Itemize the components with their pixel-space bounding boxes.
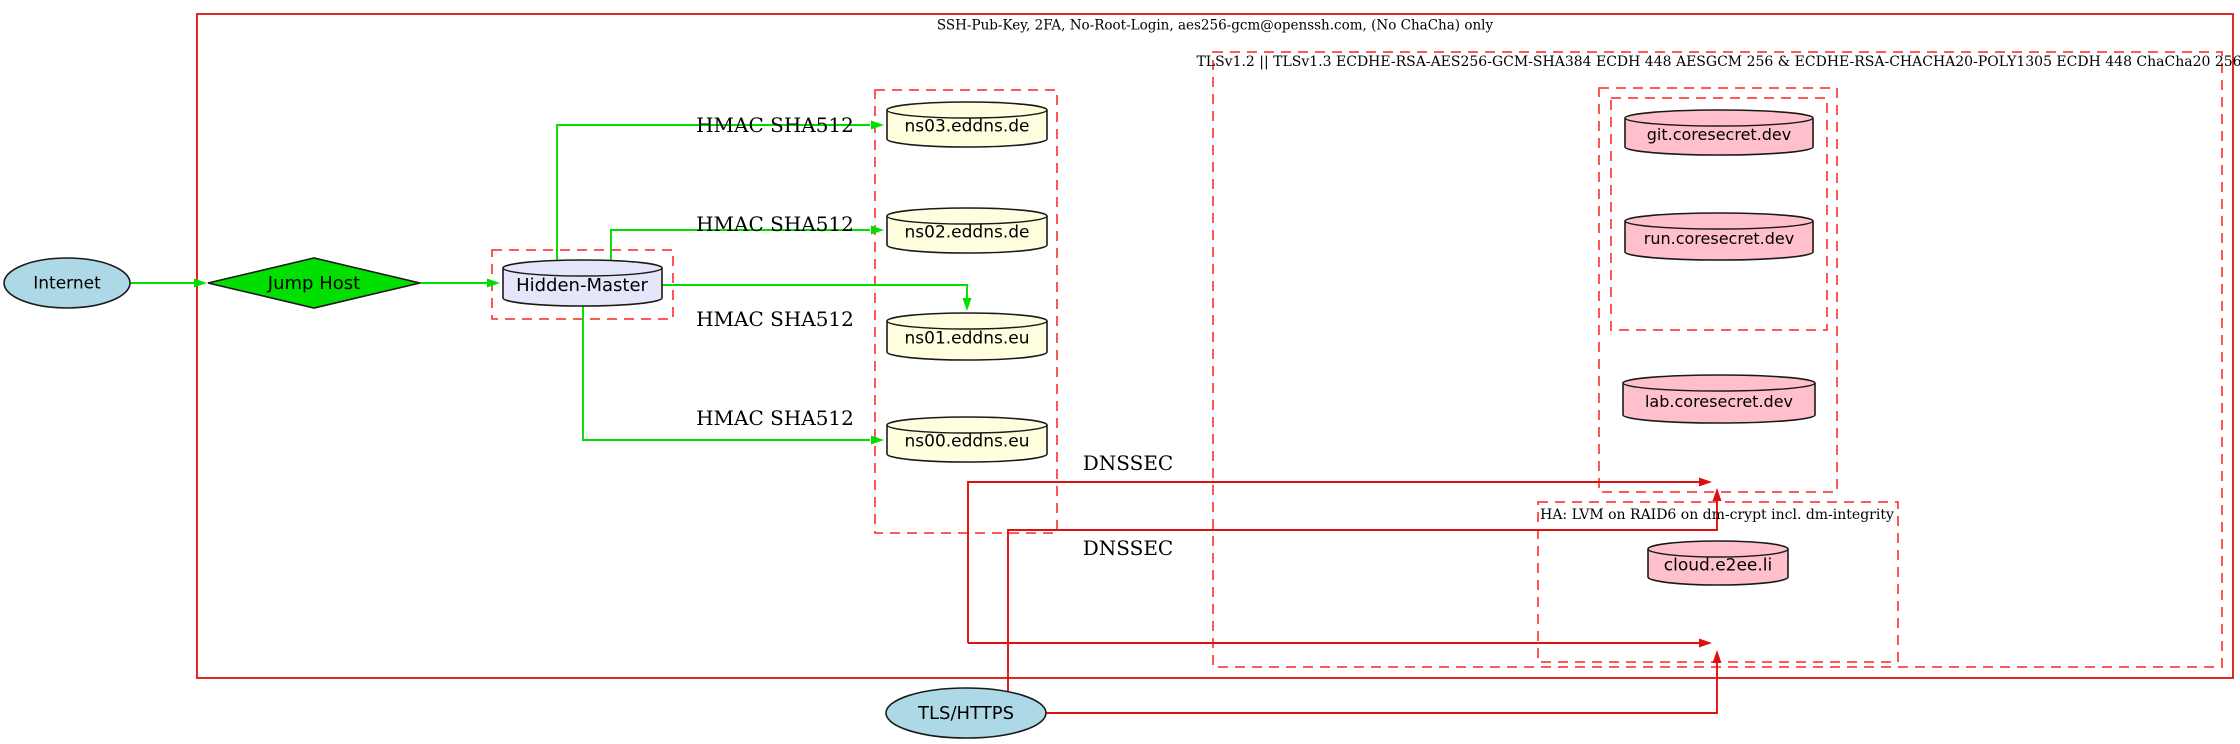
edge-hiddenmaster-ns01 — [662, 284, 968, 298]
cluster-ssh-border — [196, 13, 2234, 679]
cluster-tls-label: TLSv1.2 || TLSv1.3 ECDHE-RSA-AES256-GCM-… — [1196, 54, 2240, 70]
node-jump-host-label: Jump Host — [267, 273, 361, 294]
node-git-label: git.coresecret.dev — [1646, 125, 1792, 144]
edge-label-hmac-ns03: HMAC SHA512 — [696, 113, 854, 137]
node-ns02-shape — [886, 207, 1048, 254]
arrowhead-internet-jumphost — [194, 278, 207, 288]
node-ns03-label: ns03.eddns.de — [904, 116, 1030, 137]
edge-label-hmac-ns01: HMAC SHA512 — [696, 307, 854, 331]
arrowhead-tlshttps-devcluster — [1712, 488, 1722, 501]
arrowhead-ns01 — [962, 298, 972, 311]
cluster-dev-outer-border — [1598, 87, 1838, 493]
edge-hiddenmaster-ns02 — [610, 229, 870, 264]
arrowhead-jumphost-hiddenmaster — [487, 278, 500, 288]
node-ns00-label: ns00.eddns.eu — [904, 431, 1030, 452]
cluster-dns-border — [874, 89, 1058, 534]
edge-hiddenmaster-ns00 — [582, 302, 870, 441]
edge-tlshttps-devcluster — [1007, 499, 1718, 691]
node-git-shape — [1624, 109, 1814, 156]
node-run-shape — [1624, 212, 1814, 261]
arrowhead-tlshttps-hacluster — [1712, 650, 1722, 663]
edge-label-hmac-ns00: HMAC SHA512 — [696, 406, 854, 430]
edge-dnssec-upper — [967, 481, 1699, 643]
cluster-dev-inner-border — [1610, 97, 1828, 331]
node-internet-shape — [3, 257, 131, 309]
node-ns00-shape — [886, 416, 1048, 463]
cluster-ssh-label: SSH-Pub-Key, 2FA, No-Root-Login, aes256-… — [936, 17, 1494, 34]
node-run-label: run.coresecret.dev — [1643, 229, 1795, 248]
cluster-ha-label: HA: LVM on RAID6 on dm-crypt incl. dm-in… — [1540, 507, 1894, 523]
edge-label-dnssec-lower: DNSSEC — [1082, 536, 1174, 560]
arrowhead-ns00 — [871, 435, 884, 445]
node-hidden-master-shape — [502, 259, 663, 307]
arrowhead-ns02 — [871, 225, 884, 235]
node-cloud-shape — [1647, 540, 1789, 586]
edge-tlshttps-hacluster — [1046, 661, 1718, 714]
edge-label-hmac-ns02: HMAC SHA512 — [696, 212, 854, 236]
node-ns03-shape — [886, 101, 1048, 148]
node-jump-host-shape — [207, 257, 421, 309]
edge-label-dnssec-upper: DNSSEC — [1082, 451, 1174, 475]
node-lab-label: lab.coresecret.dev — [1644, 392, 1794, 411]
node-tls-https-shape — [885, 687, 1047, 739]
node-lab-shape — [1622, 374, 1816, 424]
node-hidden-master-label: Hidden-Master — [516, 275, 648, 296]
arrowhead-ns03 — [871, 120, 884, 130]
node-ns01-label: ns01.eddns.eu — [904, 328, 1030, 349]
arrowhead-dnssec-lower — [1699, 638, 1712, 648]
edge-hiddenmaster-ns03 — [556, 124, 870, 264]
node-internet-label: Internet — [33, 273, 101, 294]
node-cloud-label: cloud.e2ee.li — [1663, 555, 1773, 576]
node-ns02-label: ns02.eddns.de — [904, 222, 1030, 243]
node-tls-https-label: TLS/HTTPS — [917, 703, 1015, 724]
arrowhead-dnssec-upper — [1699, 477, 1712, 487]
node-ns01-shape — [886, 312, 1048, 361]
